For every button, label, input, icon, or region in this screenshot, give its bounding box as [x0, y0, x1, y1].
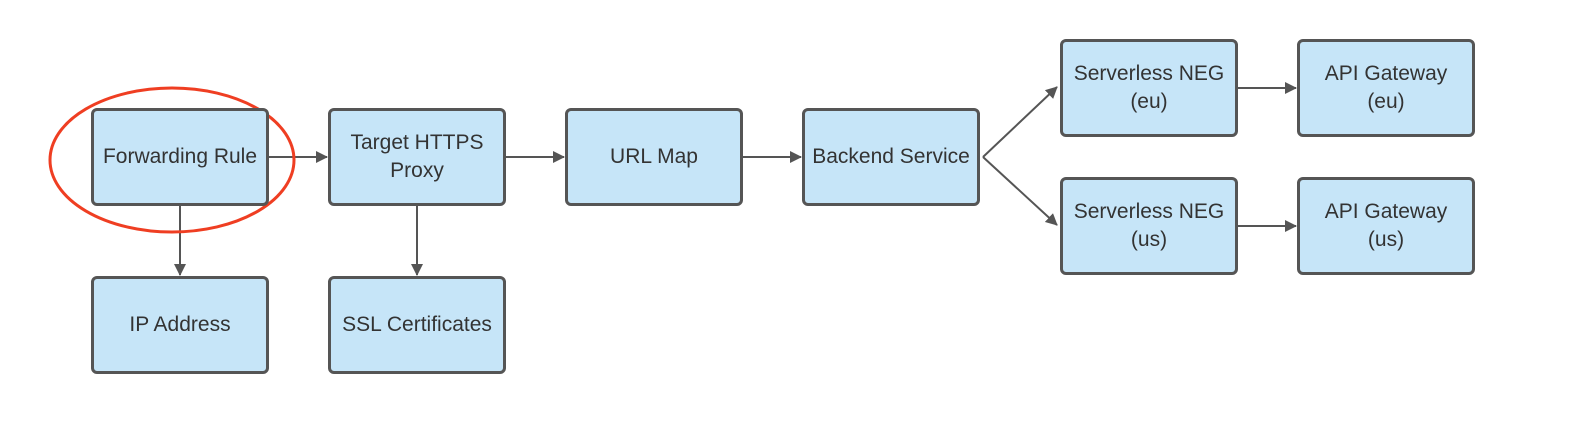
node-label: Backend Service	[812, 145, 970, 168]
node-label: Forwarding Rule	[102, 145, 258, 168]
node-label: SSL Certificates	[342, 313, 492, 336]
node-label: API Gateway (us)	[1324, 200, 1448, 251]
node-api-gateway-eu: API Gateway (eu)	[1297, 39, 1475, 137]
node-ssl-certificates: SSL Certificates	[328, 276, 506, 374]
node-url-map: URL Map	[565, 108, 743, 206]
node-serverless-neg-eu: Serverless NEG (eu)	[1060, 39, 1238, 137]
node-label: IP Address	[129, 313, 231, 336]
node-serverless-neg-us: Serverless NEG (us)	[1060, 177, 1238, 275]
node-label: Target HTTPS Proxy	[350, 131, 484, 182]
node-label: Serverless NEG (eu)	[1073, 62, 1225, 113]
arrow-backend-service-to-serverless-neg-eu	[982, 86, 1058, 158]
node-label: API Gateway (eu)	[1324, 62, 1448, 113]
node-ip-address: IP Address	[91, 276, 269, 374]
node-api-gateway-us: API Gateway (us)	[1297, 177, 1475, 275]
node-backend-service: Backend Service	[802, 108, 980, 206]
node-label: Serverless NEG (us)	[1073, 200, 1225, 251]
arrow-backend-service-to-serverless-neg-us	[982, 156, 1058, 226]
node-forwarding-rule: Forwarding Rule	[91, 108, 269, 206]
node-target-https-proxy: Target HTTPS Proxy	[328, 108, 506, 206]
node-label: URL Map	[610, 145, 698, 168]
